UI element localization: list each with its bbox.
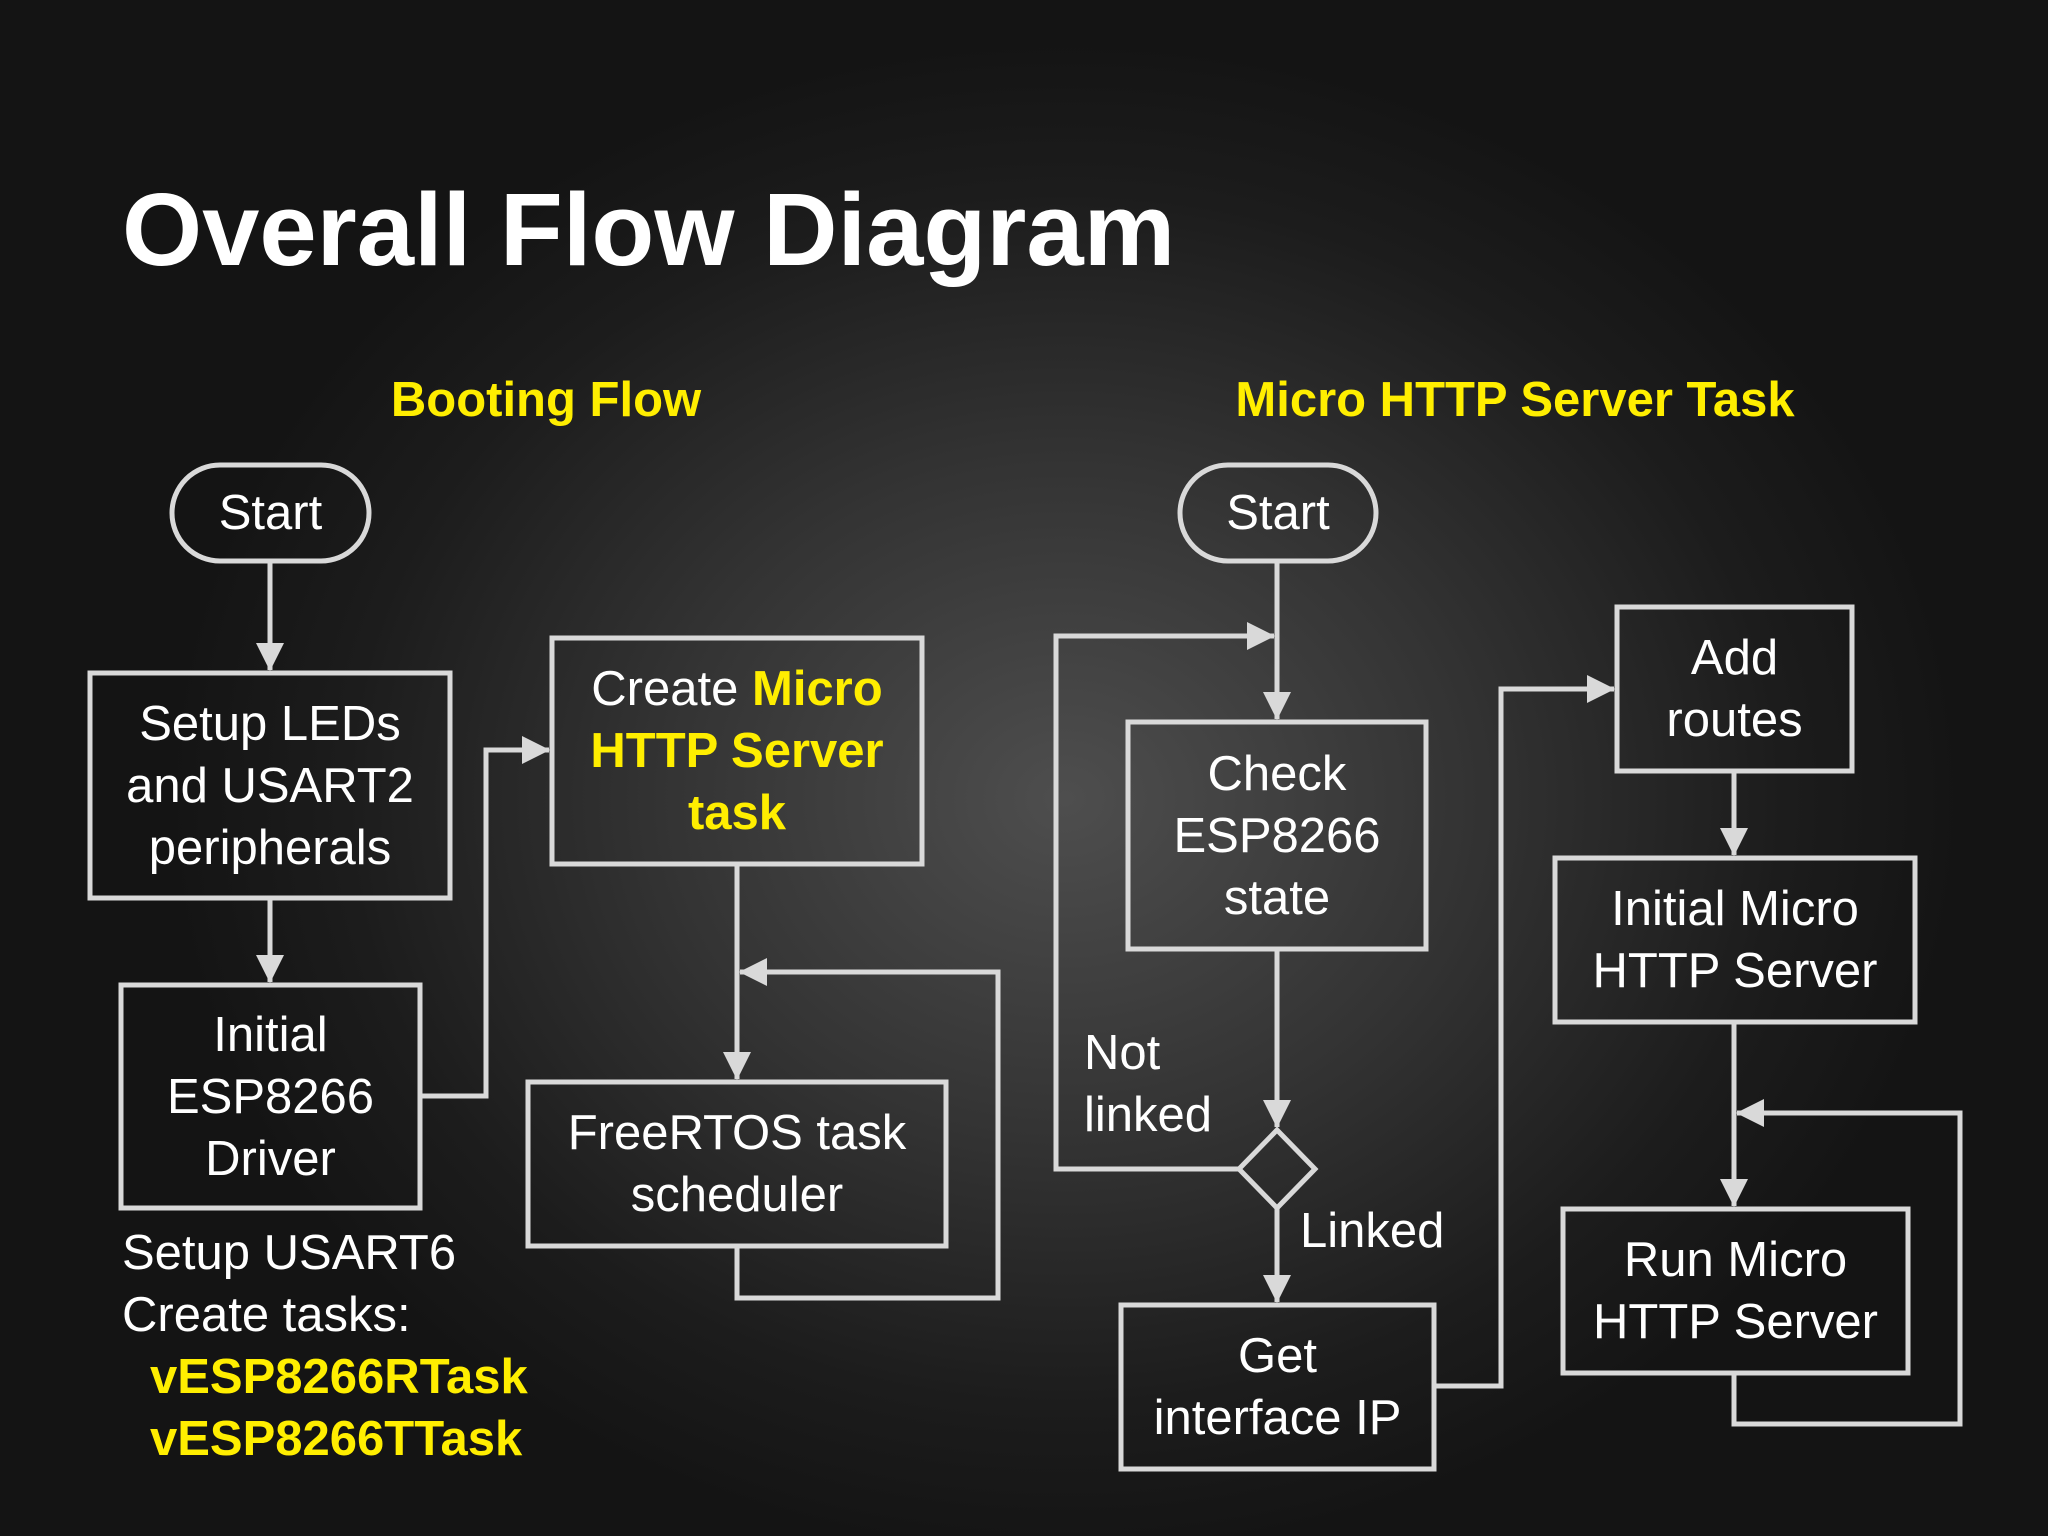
scheduler-line-2: scheduler [630, 1168, 844, 1222]
add-routes-line-1: Add [1690, 631, 1779, 685]
initial-driver-line-2: ESP8266 [166, 1069, 375, 1124]
run-server-label: Run Micro HTTP Server [1563, 1209, 1908, 1373]
booting-notes: Setup USART6 Create tasks: vESP8266RTask… [122, 1222, 528, 1470]
initial-server-label: Initial Micro HTTP Server [1555, 858, 1915, 1022]
booting-start-text: Start [218, 486, 323, 540]
check-state-line-1: Check [1207, 746, 1347, 801]
add-routes-line-2: routes [1666, 693, 1803, 747]
initial-driver-label: Initial ESP8266 Driver [121, 985, 420, 1208]
http-start-text: Start [1226, 486, 1330, 540]
create-task-highlight-3: task [687, 786, 787, 840]
check-state-line-2: ESP8266 [1173, 808, 1381, 863]
not-linked-line-1: Not [1084, 1026, 1161, 1080]
run-server-line-2: HTTP Server [1593, 1295, 1878, 1349]
get-ip-line-1: Get [1238, 1329, 1317, 1383]
create-task-prefix: Create [591, 662, 739, 716]
notes-create-tasks: Create tasks: [122, 1288, 411, 1342]
create-task-highlight-2: HTTP Server [590, 724, 884, 778]
initial-driver-line-3: Driver [205, 1131, 336, 1186]
get-ip-line-2: interface IP [1153, 1391, 1402, 1445]
initial-server-line-1: Initial Micro [1611, 882, 1859, 936]
notes-setup-usart6: Setup USART6 [122, 1226, 457, 1280]
scheduler-label: FreeRTOS task scheduler [528, 1082, 946, 1246]
http-task-heading: Micro HTTP Server Task [1235, 373, 1795, 427]
connector-scheduler-loop [734, 958, 1001, 1301]
create-task-label: Create Micro HTTP Server task [552, 638, 922, 864]
linked-decision-diamond [1235, 1126, 1319, 1212]
slide-title: Overall Flow Diagram [122, 172, 1176, 287]
not-linked-line-2: linked [1084, 1088, 1213, 1142]
connector-not-linked-loop [1053, 622, 1275, 1172]
booting-flow-heading: Booting Flow [390, 373, 702, 427]
initial-server-line-2: HTTP Server [1592, 944, 1878, 998]
setup-leds-label: Setup LEDs and USART2 peripherals [90, 673, 450, 898]
run-server-line-1: Run Micro [1623, 1233, 1848, 1287]
booting-start-label: Start [172, 465, 369, 561]
setup-leds-line-1: Setup LEDs [139, 696, 401, 751]
check-state-label: Check ESP8266 state [1128, 722, 1426, 949]
notes-task-r: vESP8266RTask [150, 1350, 528, 1404]
notes-task-t: vESP8266TTask [150, 1412, 523, 1466]
setup-leds-line-2: and USART2 [126, 758, 414, 813]
add-routes-label: Add routes [1617, 607, 1852, 771]
linked-label: Linked [1300, 1204, 1445, 1258]
setup-leds-line-3: peripherals [148, 820, 392, 875]
get-ip-label: Get interface IP [1121, 1305, 1434, 1469]
connector-getip-to-routes [1434, 675, 1615, 1389]
connector-driver-to-create [420, 736, 550, 1099]
http-start-label: Start [1180, 465, 1376, 561]
check-state-line-3: state [1223, 870, 1331, 925]
scheduler-line-1: FreeRTOS task [567, 1106, 907, 1160]
not-linked-label: Not linked [1084, 1022, 1212, 1146]
create-task-highlight-1: Micro [752, 662, 883, 716]
connector-run-loop [1731, 1099, 1963, 1427]
create-task-line-1: Create Micro [591, 658, 882, 720]
initial-driver-line-1: Initial [213, 1007, 328, 1062]
